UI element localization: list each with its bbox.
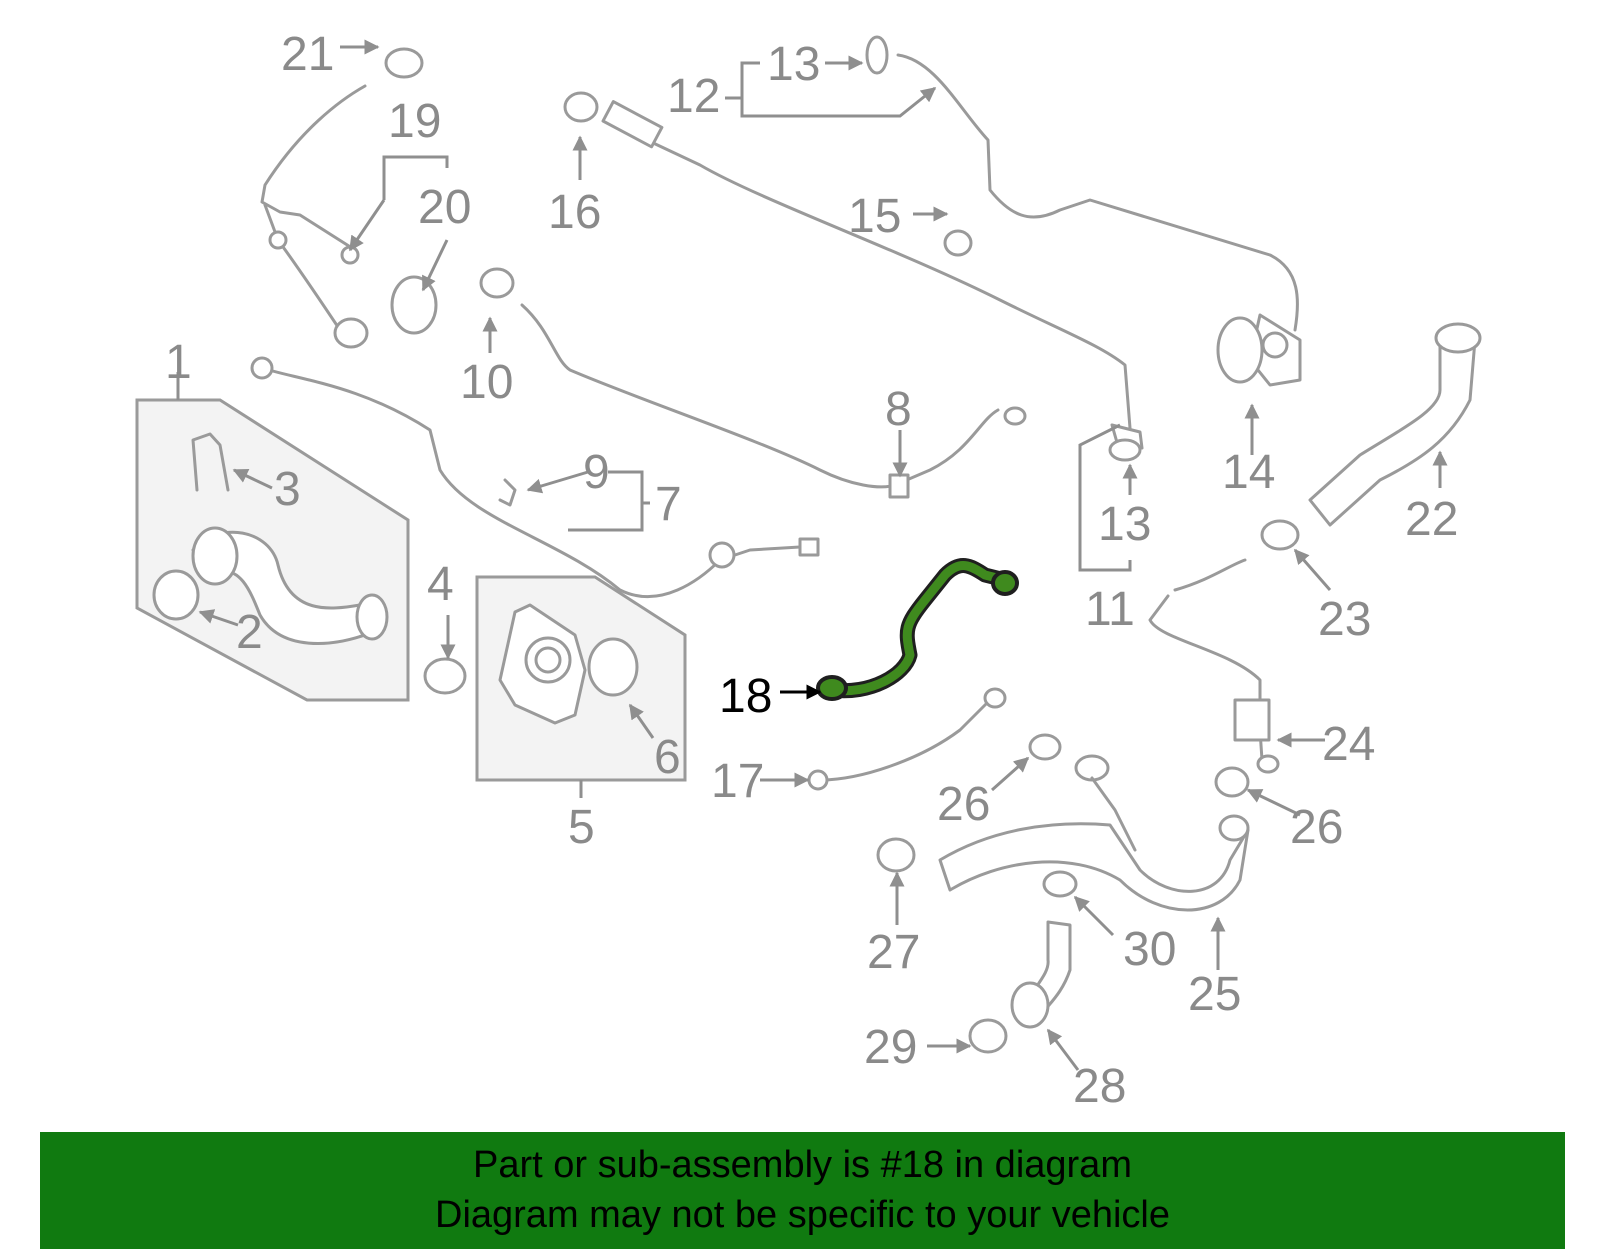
callout-26-left: 26 <box>937 778 990 831</box>
callout-4: 4 <box>427 558 454 611</box>
callout-14: 14 <box>1222 446 1275 499</box>
callout-27: 27 <box>867 926 920 979</box>
leader-lines <box>198 39 1448 1071</box>
callout-12: 12 <box>667 70 720 123</box>
callout-29: 29 <box>864 1021 917 1074</box>
callout-7: 7 <box>655 478 682 531</box>
callout-20: 20 <box>418 181 471 234</box>
callout-2: 2 <box>236 606 263 659</box>
callout-9: 9 <box>583 446 610 499</box>
callout-17: 17 <box>711 755 764 808</box>
callout-13-top: 13 <box>767 38 820 91</box>
callout-19: 19 <box>388 95 441 148</box>
callout-28: 28 <box>1073 1060 1126 1113</box>
callout-13-right: 13 <box>1098 498 1151 551</box>
callout-5: 5 <box>568 801 595 854</box>
callout-3: 3 <box>274 463 301 516</box>
footer-banner: Part or sub-assembly is #18 in diagram D… <box>40 1132 1565 1249</box>
callout-26-right: 26 <box>1290 801 1343 854</box>
part-18-highlight[interactable] <box>816 558 1019 701</box>
callout-23: 23 <box>1318 593 1371 646</box>
callout-21: 21 <box>281 28 334 81</box>
assembly-panel-5 <box>475 575 687 798</box>
coolant-pipes <box>250 53 1482 1029</box>
callout-1: 1 <box>165 336 192 389</box>
callout-16: 16 <box>548 186 601 239</box>
clamps <box>384 35 1300 1054</box>
footer-disclaimer: Diagram may not be specific to your vehi… <box>435 1194 1170 1236</box>
footer-part-note: Part or sub-assembly is #18 in diagram <box>473 1144 1132 1186</box>
callout-10: 10 <box>460 356 513 409</box>
callout-8: 8 <box>885 383 912 436</box>
callout-11: 11 <box>1085 583 1135 636</box>
callout-30: 30 <box>1123 923 1176 976</box>
callout-24: 24 <box>1322 718 1375 771</box>
callout-15: 15 <box>848 190 901 243</box>
assembly-panel-1 <box>135 372 410 702</box>
callout-6: 6 <box>654 731 681 784</box>
callout-22: 22 <box>1405 493 1458 546</box>
callout-18[interactable]: 18 <box>719 670 772 723</box>
callout-labels: 1 2 3 4 5 6 7 8 9 10 11 12 13 13 14 15 1… <box>165 28 1458 1113</box>
callout-25: 25 <box>1188 968 1241 1021</box>
